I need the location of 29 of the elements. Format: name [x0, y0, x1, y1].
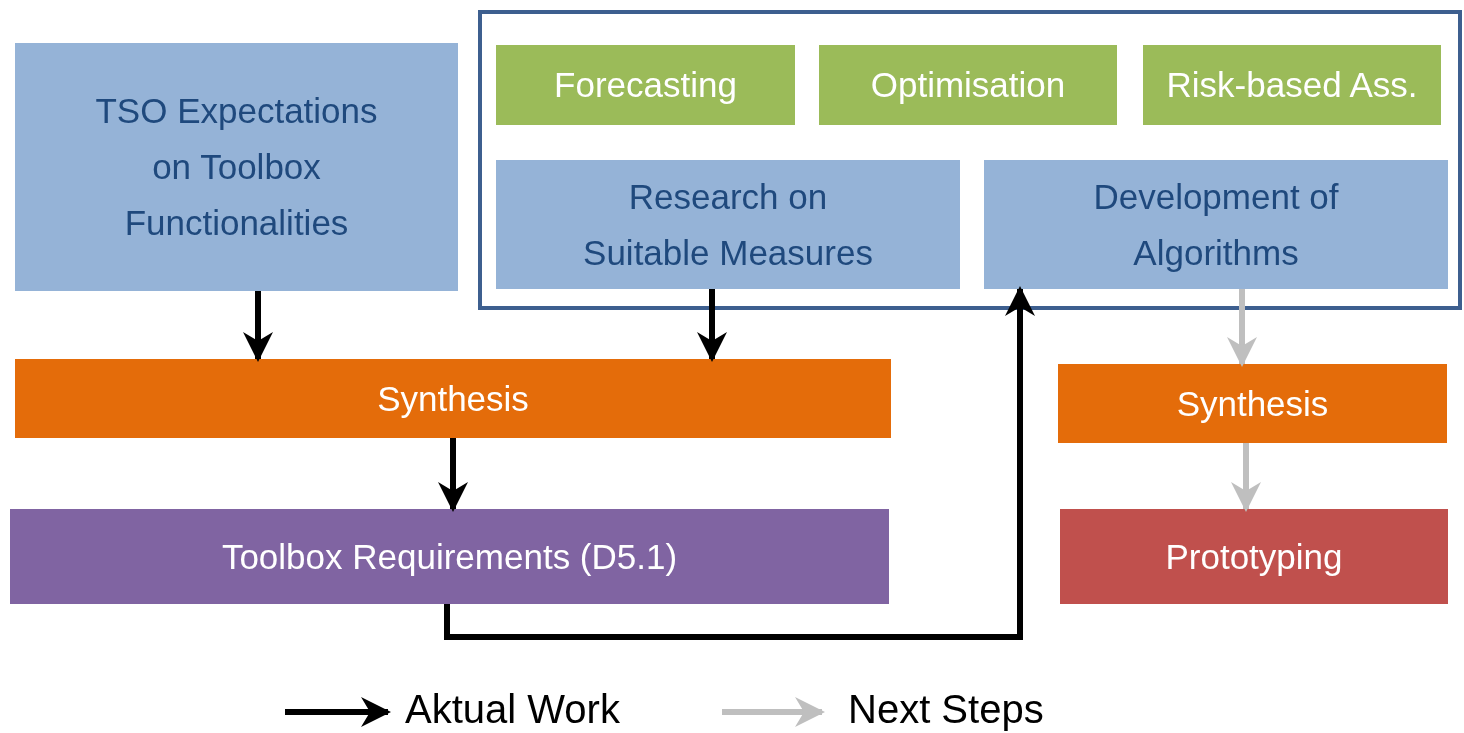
input-box: [15, 43, 458, 291]
legend-label: Next Steps: [848, 687, 1044, 732]
arrow: [438, 438, 468, 512]
arrow: [444, 286, 1035, 640]
method-box: [496, 45, 795, 125]
process-box: [1060, 509, 1448, 604]
arrow: [1227, 289, 1257, 367]
box-label: Synthesis: [1176, 382, 1329, 425]
arrow: [697, 289, 727, 362]
arrow: [243, 291, 273, 362]
process-box: [496, 160, 960, 289]
box-label: Research on Suitable Measures: [582, 175, 874, 274]
output-box: [10, 509, 889, 604]
legend-label: Aktual Work: [405, 687, 620, 732]
box-label: Toolbox Requirements (D5.1): [221, 535, 678, 578]
box-label: Forecasting: [554, 64, 737, 106]
arrow: [1231, 443, 1261, 512]
method-box: [1143, 45, 1441, 125]
box-label: Prototyping: [1165, 535, 1343, 578]
box-label: Risk-based Ass.: [1166, 64, 1418, 106]
process-box: [984, 160, 1448, 289]
process-box: [15, 359, 891, 438]
box-label: Synthesis: [377, 377, 529, 420]
process-box: [1058, 364, 1447, 443]
box-label: Optimisation: [870, 64, 1066, 106]
group-frame: [478, 10, 1462, 310]
box-label: TSO Expectations on Toolbox Functionalities: [94, 90, 379, 244]
method-box: [819, 45, 1117, 125]
box-label: Development of Algorithms: [1092, 175, 1340, 274]
